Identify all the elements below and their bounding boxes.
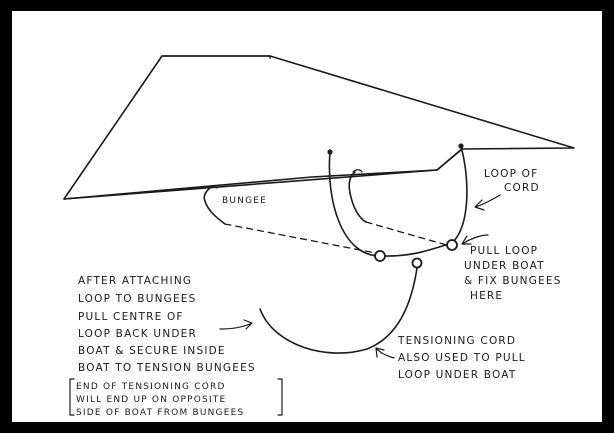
loop-ring-left xyxy=(375,251,385,261)
sketch-canvas: BUNGEE LOOP OF CORD PULL LOOP UNDER BOAT… xyxy=(12,11,602,422)
tensioning-cord-path xyxy=(260,268,417,353)
bungee-right xyxy=(349,170,450,246)
loop-ring-right xyxy=(447,240,457,250)
arrow-after-attaching xyxy=(220,320,252,329)
end-note-bracket-left xyxy=(70,379,74,415)
label-pull-loop: PULL LOOP UNDER BOAT & FIX BUNGEES HERE xyxy=(464,245,562,302)
pull-loop-line-1: PULL LOOP xyxy=(470,245,538,257)
tensioning-cord-line-2: ALSO USED TO PULL xyxy=(398,352,526,364)
bungee-right-hook xyxy=(349,172,366,222)
drawing-sheet: BUNGEE LOOP OF CORD PULL LOOP UNDER BOAT… xyxy=(12,11,602,422)
end-note-bracket-right xyxy=(278,379,282,415)
label-end-note: END OF TENSIONING CORD WILL END UP ON OP… xyxy=(70,379,282,418)
after-attaching-line-1: AFTER ATTACHING xyxy=(78,275,192,287)
tensioning-cord-line-1: TENSIONING CORD xyxy=(397,335,516,347)
after-attaching-line-3: PULL CENTRE OF xyxy=(78,311,184,323)
label-tensioning-cord: TENSIONING CORD ALSO USED TO PULL LOOP U… xyxy=(397,335,526,381)
cover-right-edge xyxy=(437,149,462,170)
bungee-left-hook xyxy=(204,188,225,224)
pull-loop-line-4: HERE xyxy=(470,290,503,302)
after-attaching-line-6: BOAT TO TENSION BUNGEES xyxy=(78,362,256,374)
after-attaching-line-4: LOOP BACK UNDER xyxy=(78,328,197,340)
tensioning-cord xyxy=(260,268,417,353)
end-note-line-3: SIDE OF BOAT FROM BUNGEES xyxy=(76,408,244,418)
after-attaching-line-2: LOOP TO BUNGEES xyxy=(78,293,197,305)
loop-ring-middle xyxy=(413,259,422,268)
end-note-line-2: WILL END UP ON OPPOSITE xyxy=(76,395,226,405)
bungee-left-dashed-line xyxy=(225,224,386,255)
after-attaching-line-5: BOAT & SECURE INSIDE xyxy=(78,345,226,357)
bungee-right-dashed-line xyxy=(366,222,450,246)
arrow-pull-loop xyxy=(462,235,488,244)
label-bungee: BUNGEE xyxy=(222,196,267,206)
loop-of-cord-line-2: CORD xyxy=(504,182,540,194)
end-note-line-1: END OF TENSIONING CORD xyxy=(76,382,226,392)
arrow-tensioning-cord xyxy=(376,348,394,358)
pull-loop-line-2: UNDER BOAT xyxy=(464,260,545,272)
pull-loop-line-3: & FIX BUNGEES xyxy=(464,275,562,287)
tensioning-cord-line-3: LOOP UNDER BOAT xyxy=(398,369,516,381)
loop-of-cord-line-1: LOOP OF xyxy=(484,168,538,180)
arrow-loop-of-cord xyxy=(475,195,500,210)
label-after-attaching: AFTER ATTACHING LOOP TO BUNGEES PULL CEN… xyxy=(78,275,256,374)
label-loop-of-cord: LOOP OF CORD xyxy=(484,168,540,194)
arrows xyxy=(220,195,500,358)
